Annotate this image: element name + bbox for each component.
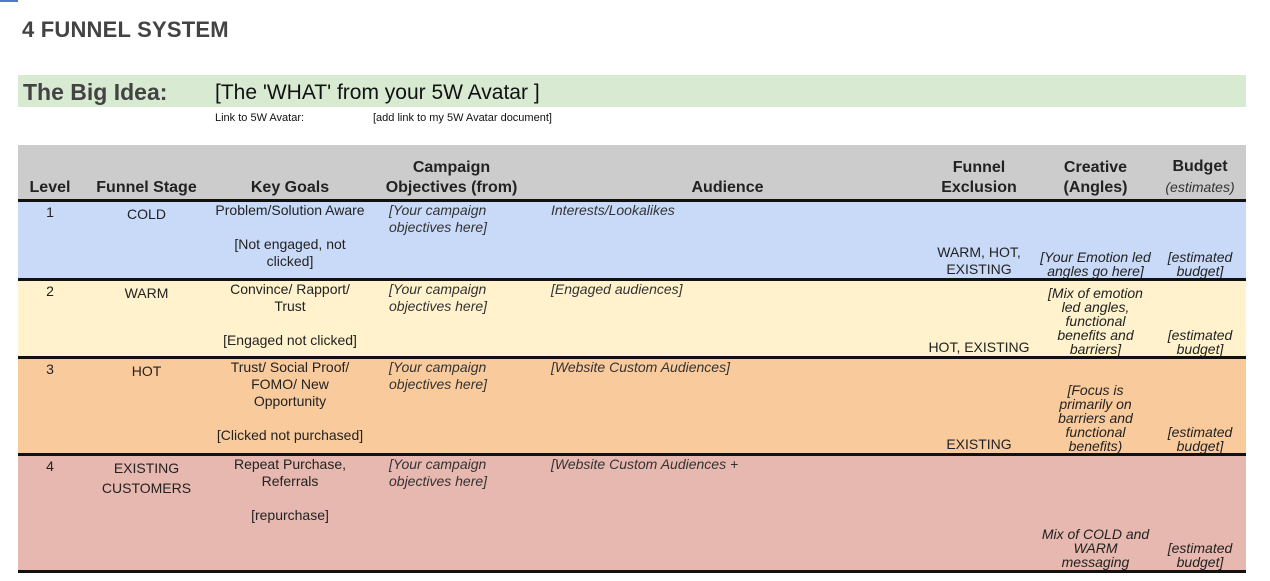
header-creative-line1: Creative [1063, 159, 1128, 176]
cell-stage[interactable]: HOT [82, 357, 211, 456]
cell-exclusion[interactable]: WARM, HOT, EXISTING [921, 200, 1037, 281]
cell-audience[interactable]: [Website Custom Audiences] [534, 357, 921, 456]
cell-objectives[interactable]: [Your campaign objectives here] [369, 279, 534, 359]
cell-stage[interactable]: WARM [82, 279, 211, 359]
table-row-warm: 2 WARM Convince/ Rapport/ Trust [Engaged… [18, 279, 1246, 359]
funnel-table: Level Funnel Stage Key Goals Campaign Ob… [18, 145, 1246, 573]
cell-objectives[interactable]: [Your campaign objectives here] [369, 357, 534, 456]
cell-level[interactable]: 1 [18, 200, 82, 281]
table-row-existing-customers: 4 EXISTING CUSTOMERS Repeat Purchase, Re… [18, 454, 1246, 573]
cell-exclusion[interactable]: EXISTING [921, 357, 1037, 456]
cell-exclusion[interactable]: HOT, EXISTING [921, 279, 1037, 359]
table-row-hot: 3 HOT Trust/ Social Proof/ FOMO/ New Opp… [18, 357, 1246, 456]
header-key-goals[interactable]: Key Goals [211, 145, 369, 202]
cell-budget[interactable]: [estimated budget] [1154, 454, 1246, 573]
big-idea-band: The Big Idea: [The 'WHAT' from your 5W A… [18, 75, 1246, 107]
header-creative[interactable]: Creative (Angles) [1037, 145, 1154, 202]
avatar-link-label: Link to 5W Avatar: [215, 112, 305, 124]
cell-creative[interactable]: [Your Emotion led angles go here] [1037, 200, 1154, 281]
cell-level[interactable]: 2 [18, 279, 82, 359]
goal-main-text: Trust/ Social Proof/ FOMO/ New Opportuni… [230, 359, 350, 409]
goal-note-text: [Not engaged, not clicked] [234, 236, 346, 269]
cell-objectives[interactable]: [Your campaign objectives here] [369, 454, 534, 573]
header-level[interactable]: Level [18, 145, 82, 202]
goal-main-text: Convince/ Rapport/ Trust [230, 281, 350, 314]
cell-key-goals[interactable]: Repeat Purchase, Referrals [repurchase] [211, 454, 369, 573]
cell-key-goals[interactable]: Problem/Solution Aware [Not engaged, not… [211, 200, 369, 281]
cell-key-goals[interactable]: Convince/ Rapport/ Trust [Engaged not cl… [211, 279, 369, 359]
cell-exclusion[interactable] [921, 454, 1037, 573]
header-budget-title: Budget [1172, 158, 1228, 175]
goal-note-text: [repurchase] [251, 507, 329, 523]
header-budget[interactable]: Budget (estimates) [1154, 145, 1246, 202]
header-funnel-stage[interactable]: Funnel Stage [82, 145, 211, 202]
cell-level[interactable]: 3 [18, 357, 82, 456]
header-audience[interactable]: Audience [534, 145, 921, 202]
cell-budget[interactable]: [estimated budget] [1154, 357, 1246, 456]
header-exclusion-line1: Funnel [952, 159, 1006, 176]
cell-level[interactable]: 4 [18, 454, 82, 573]
cell-budget[interactable]: [estimated budget] [1154, 279, 1246, 359]
page-title: 4 FUNNEL SYSTEM [22, 17, 229, 42]
cell-key-goals[interactable]: Trust/ Social Proof/ FOMO/ New Opportuni… [211, 357, 369, 456]
cell-budget[interactable]: [estimated budget] [1154, 200, 1246, 281]
big-idea-value[interactable]: [The 'WHAT' from your 5W Avatar ] [215, 81, 540, 104]
header-budget-sub: (estimates) [1165, 179, 1235, 195]
table-header-row: Level Funnel Stage Key Goals Campaign Ob… [18, 145, 1246, 202]
header-funnel-exclusion[interactable]: Funnel Exclusion [921, 145, 1037, 202]
cell-creative[interactable]: [Mix of emotion led angles, functional b… [1037, 279, 1154, 359]
header-objectives-line1: Campaign [412, 159, 491, 176]
table-row-cold: 1 COLD Problem/Solution Aware [Not engag… [18, 200, 1246, 281]
cell-audience[interactable]: [Website Custom Audiences + [534, 454, 921, 573]
header-objectives-line2: Objectives (from) [385, 179, 518, 196]
goal-main-text: Repeat Purchase, Referrals [233, 456, 347, 489]
header-creative-line2: (Angles) [1063, 179, 1128, 196]
cell-stage[interactable]: EXISTING CUSTOMERS [82, 454, 211, 573]
header-campaign-objectives[interactable]: Campaign Objectives (from) [369, 145, 534, 202]
cell-audience[interactable]: [Engaged audiences] [534, 279, 921, 359]
cell-stage[interactable]: COLD [82, 200, 211, 281]
cell-audience[interactable]: Interests/Lookalikes [534, 200, 921, 281]
big-idea-label: The Big Idea: [23, 79, 168, 105]
cell-creative[interactable]: [Focus is primarily on barriers and func… [1037, 357, 1154, 456]
header-exclusion-line2: Exclusion [941, 179, 1017, 196]
cell-creative[interactable]: Mix of COLD and WARM messaging [1037, 454, 1154, 573]
goal-note-text: [Engaged not clicked] [223, 332, 357, 348]
corner-selection-mark [0, 0, 18, 2]
goal-main-text: Problem/Solution Aware [215, 202, 365, 218]
cell-objectives[interactable]: [Your campaign objectives here] [369, 200, 534, 281]
avatar-link-value[interactable]: [add link to my 5W Avatar document] [373, 112, 552, 124]
goal-note-text: [Clicked not purchased] [216, 427, 364, 443]
